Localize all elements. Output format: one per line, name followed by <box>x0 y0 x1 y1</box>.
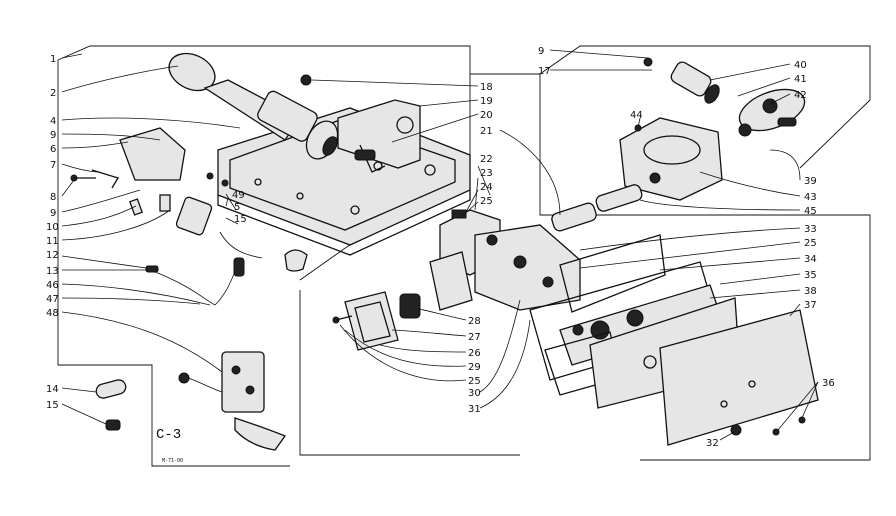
part-label: 21 <box>480 126 493 137</box>
knob-handle <box>168 52 339 160</box>
part-label: 5 <box>234 202 240 213</box>
part-label: 7 <box>50 160 56 171</box>
part-label: 49 <box>232 190 245 201</box>
part-label: 37 <box>804 300 817 311</box>
part-label: 15 <box>234 214 247 225</box>
part-label: 22 <box>480 154 493 165</box>
part-label: 9 <box>50 208 56 219</box>
gas-valve <box>429 209 581 311</box>
part-label: 40 <box>794 60 807 71</box>
pipe-fittings <box>643 57 720 104</box>
part-label: 31 <box>468 404 481 415</box>
section-frame <box>57 45 871 467</box>
part-label: 45 <box>804 206 817 217</box>
part-label: 29 <box>468 362 481 373</box>
part-label: 24 <box>480 182 493 193</box>
part-label: 28 <box>468 316 481 327</box>
leader-lines <box>61 49 819 441</box>
part-label: 43 <box>804 192 817 203</box>
part-label: 25 <box>804 238 817 249</box>
regulator-body <box>619 117 723 201</box>
part-label: 19 <box>480 96 493 107</box>
section-label: C-3 <box>156 427 181 443</box>
bracket-19 <box>300 74 421 173</box>
part-label: 25 <box>468 376 481 387</box>
part-label: 38 <box>804 286 817 297</box>
part-number-labels: 1 2 4 9 6 7 8 9 10 11 12 13 46 47 48 14 … <box>46 46 835 449</box>
part-label: 6 <box>50 144 56 155</box>
clip-15 <box>105 419 121 431</box>
part-label: 13 <box>46 266 59 277</box>
part-label: 12 <box>46 250 59 261</box>
part-label: 20 <box>480 110 493 121</box>
drawing-code: M-71-00 <box>162 458 183 464</box>
part-label: 34 <box>804 254 817 265</box>
part-label: 36 <box>822 378 835 389</box>
part-label: 42 <box>794 90 807 101</box>
part-label: 18 <box>480 82 493 93</box>
part-label: 17 <box>538 66 551 77</box>
part-label: 14 <box>46 384 59 395</box>
part-label: 35 <box>804 270 817 281</box>
part-label: 2 <box>50 88 56 99</box>
part-label: 8 <box>50 192 56 203</box>
part-label: 15 <box>46 400 59 411</box>
part-label: 33 <box>804 224 817 235</box>
small-parts-left <box>70 127 229 236</box>
part-label: 27 <box>468 332 481 343</box>
part-label: 4 <box>50 116 56 127</box>
wire-leads <box>145 231 308 306</box>
part-label: 1 <box>50 54 56 65</box>
part-label: 11 <box>46 236 59 247</box>
part-label: 48 <box>46 308 59 319</box>
capsule-14 <box>95 379 127 399</box>
part-label: 46 <box>46 280 59 291</box>
gasket-plate <box>332 291 421 351</box>
part-label: 30 <box>468 388 481 399</box>
part-label: 10 <box>46 222 59 233</box>
part-label: 41 <box>794 74 807 85</box>
part-label: 9 <box>50 130 56 141</box>
nipple-45 <box>551 184 643 232</box>
part-label: 47 <box>46 294 59 305</box>
part-label: 26 <box>468 348 481 359</box>
part-label: 23 <box>480 168 493 179</box>
part-label: 39 <box>804 176 817 187</box>
part-label: 25 <box>480 196 493 207</box>
part-label: 9 <box>538 46 544 57</box>
access-door <box>659 309 819 446</box>
part-label: 44 <box>630 110 643 121</box>
part-label: 32 <box>706 438 719 449</box>
thermocouple-48 <box>178 351 287 451</box>
